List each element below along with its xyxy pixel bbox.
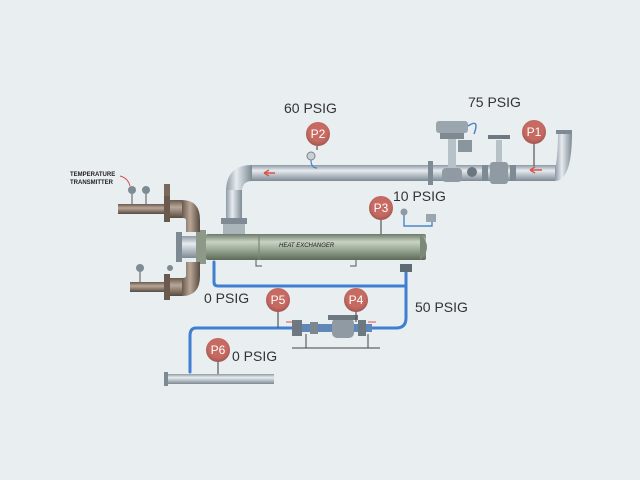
heat-exchanger: [176, 208, 436, 267]
gate-valve: [482, 135, 516, 184]
condensate-header: [164, 360, 274, 386]
control-valve: [436, 121, 477, 182]
steam-supply-pipe: [221, 130, 572, 234]
process-pipe-lower: [130, 262, 200, 300]
p2-gauge-stem: [306, 146, 318, 169]
p3-pressure-label: 10 PSIG: [393, 188, 446, 204]
p6-pressure-label: 0 PSIG: [232, 348, 278, 364]
gauge-p2: P2: [306, 122, 330, 146]
temperature-transmitter-label: TEMPERATURE TRANSMITTER: [70, 172, 116, 186]
p4-pressure-label: 50 PSIG: [415, 299, 468, 315]
gauge-p4: P4: [344, 288, 368, 312]
steam-trap-assembly: [277, 310, 380, 349]
process-pipe-upper: [118, 175, 200, 232]
gauge-p3: P3: [369, 196, 393, 220]
gauge-p6: P6: [206, 338, 230, 362]
p5-pressure-label: 0 PSIG: [204, 290, 250, 306]
p2-pressure-label: 60 PSIG: [284, 100, 337, 116]
condensate-outlet-fitting: [400, 264, 412, 272]
condensate-pipe: [188, 260, 408, 374]
gauge-p5: P5: [266, 288, 290, 312]
p1-pressure-label: 75 PSIG: [468, 94, 521, 110]
heat-exchanger-label: HEAT EXCHANGER: [279, 243, 335, 249]
gauge-p1: P1: [522, 120, 546, 144]
